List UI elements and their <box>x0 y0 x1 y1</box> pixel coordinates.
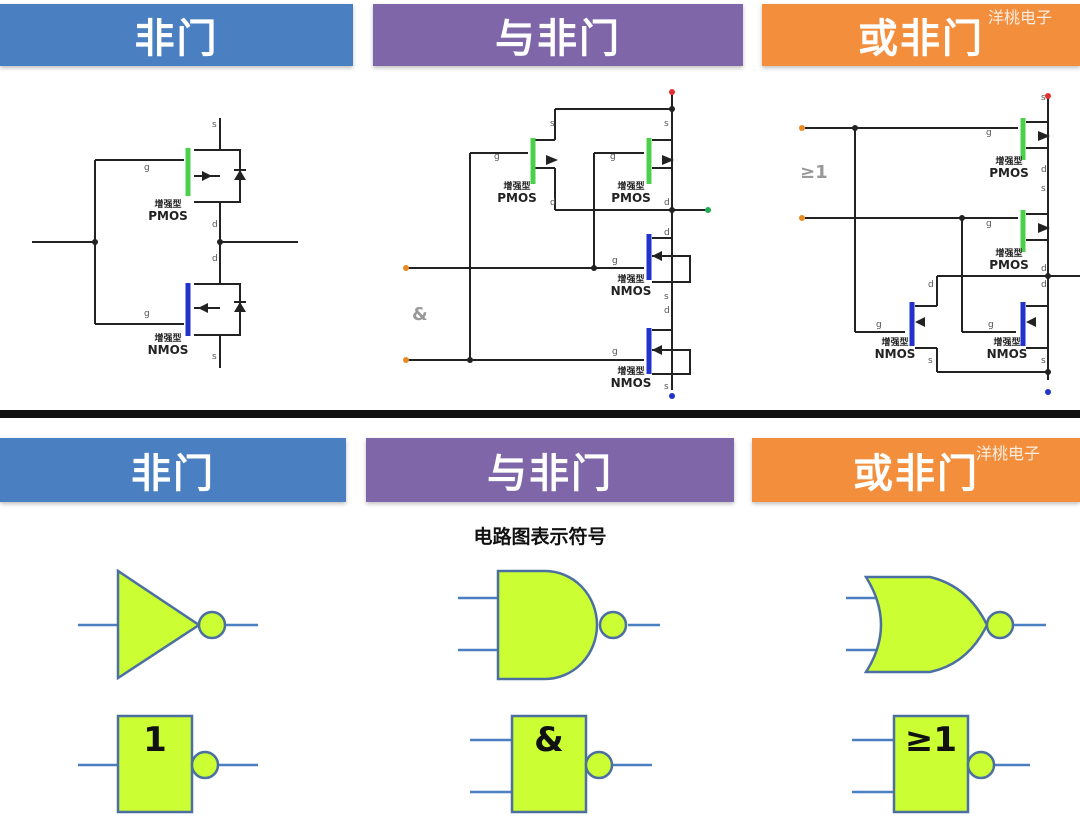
nor-gate-bubble <box>985 610 1015 640</box>
watermark-top: 洋桃电子 <box>988 8 1053 27</box>
gate-symbols <box>78 568 1046 814</box>
nand-gate-shape <box>496 569 599 681</box>
pin-label: d <box>928 280 934 290</box>
pin-label: g <box>612 347 618 357</box>
pin-label: g <box>610 152 616 162</box>
banner-title: 或非门 <box>853 451 979 497</box>
pin-label: s <box>1041 356 1046 366</box>
pin-label: s <box>212 120 217 130</box>
banner-nor-gate-top: 或非门 <box>762 4 1080 66</box>
pin-label: d <box>550 198 556 208</box>
banner-title: 非门 <box>134 16 219 62</box>
pin-label: g <box>986 219 992 229</box>
pin-label: d <box>1041 165 1047 175</box>
pin-label: s <box>928 356 933 366</box>
pin-label: d <box>212 254 218 264</box>
nor-gate-shape <box>863 575 989 674</box>
not-gate-bubble <box>197 610 227 640</box>
pin-label: d <box>1041 280 1047 290</box>
pin-label: s <box>664 292 669 302</box>
pin-label: g <box>876 320 882 330</box>
not-sign-label: 1 <box>143 720 167 760</box>
not-gate-rect-bubble <box>190 750 220 780</box>
banner-title: 与非门 <box>495 16 621 62</box>
pin-label: g <box>144 309 150 319</box>
nand-gate-bubble <box>598 610 628 640</box>
banner-nand-gate-bottom: 与非门 <box>366 438 734 502</box>
pin-label: d <box>1041 264 1047 274</box>
pin-label: d <box>664 306 670 316</box>
pin-label: d <box>664 198 670 208</box>
pin-label: g <box>144 163 150 173</box>
pin-label: s <box>664 382 669 392</box>
pin-label: s <box>212 352 217 362</box>
pin-label: d <box>664 228 670 238</box>
not-gate-shape <box>116 568 202 681</box>
banner-nor-gate-bottom: 或非门 <box>752 438 1080 502</box>
pin-label: g <box>988 320 994 330</box>
or-sign-label: ≥1 <box>904 720 958 760</box>
pin-label: s <box>550 119 555 129</box>
symbols-caption: 电路图表示符号 <box>473 526 607 548</box>
or-symbol-label: ≥1 <box>800 162 828 183</box>
nand-gate-rect <box>510 714 588 814</box>
pin-label: s <box>1041 93 1046 103</box>
banner-not-gate-top: 非门 <box>0 4 353 66</box>
pin-label: g <box>494 152 500 162</box>
banner-title: 非门 <box>131 451 215 497</box>
circuit-diagrams <box>32 89 1080 399</box>
section-divider <box>0 410 1080 418</box>
pin-label: s <box>664 119 669 129</box>
nand-gate-rect-bubble <box>584 750 614 780</box>
pin-label: s <box>1041 184 1046 194</box>
nor-gate-rect-bubble <box>966 750 996 780</box>
banner-title: 或非门 <box>858 16 984 62</box>
watermark-bottom: 洋桃电子 <box>976 444 1041 463</box>
banner-nand-gate-top: 与非门 <box>373 4 743 66</box>
pin-label: g <box>612 256 618 266</box>
pin-label: d <box>212 220 218 230</box>
and-symbol-label: & <box>412 304 428 325</box>
banner-not-gate-bottom: 非门 <box>0 438 346 502</box>
pin-label: g <box>986 128 992 138</box>
and-sign-label: & <box>534 720 564 760</box>
nor-gate-rect <box>892 714 970 814</box>
banner-title: 与非门 <box>487 451 613 497</box>
